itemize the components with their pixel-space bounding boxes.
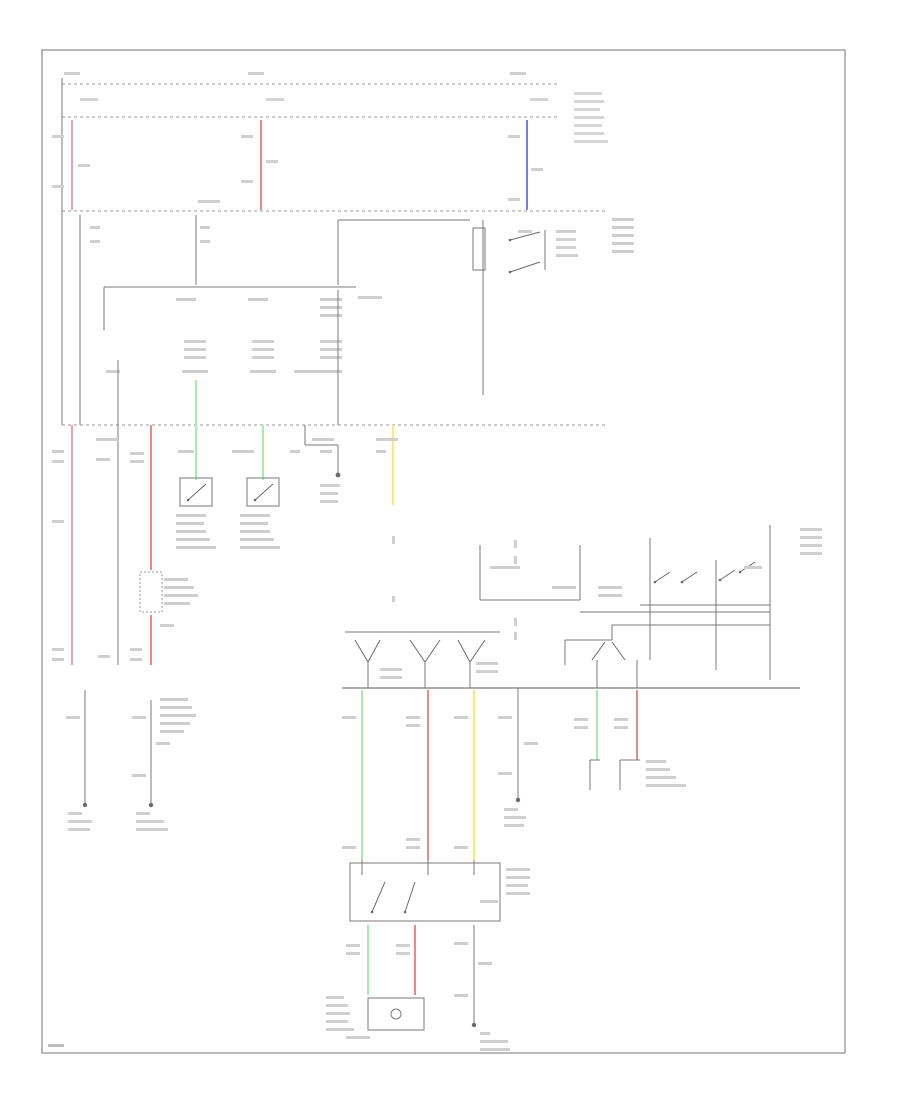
lower-left-grounds [66,560,196,831]
junction-block [79,200,634,425]
passenger-switch [342,838,530,922]
ground-mid-right [342,688,538,827]
door-switch-left [246,477,280,507]
left-connector [139,571,198,627]
jb-internal-lines [117,290,339,560]
door-switch-right [179,477,213,507]
corner-code-mark [48,1044,64,1047]
relay-switch-upper [508,230,546,274]
window-switch-contacts [345,631,638,688]
top-feed-wires [52,120,543,210]
right-motor-connector [574,718,686,790]
motor-ground-dot [471,1022,477,1028]
fuse-tap-labels [64,72,608,143]
master-switch-area [392,525,822,680]
window-motor [326,942,510,1051]
door-switch-labels [52,438,398,661]
diagram-frame [41,49,846,1054]
ground-mid [320,445,341,503]
